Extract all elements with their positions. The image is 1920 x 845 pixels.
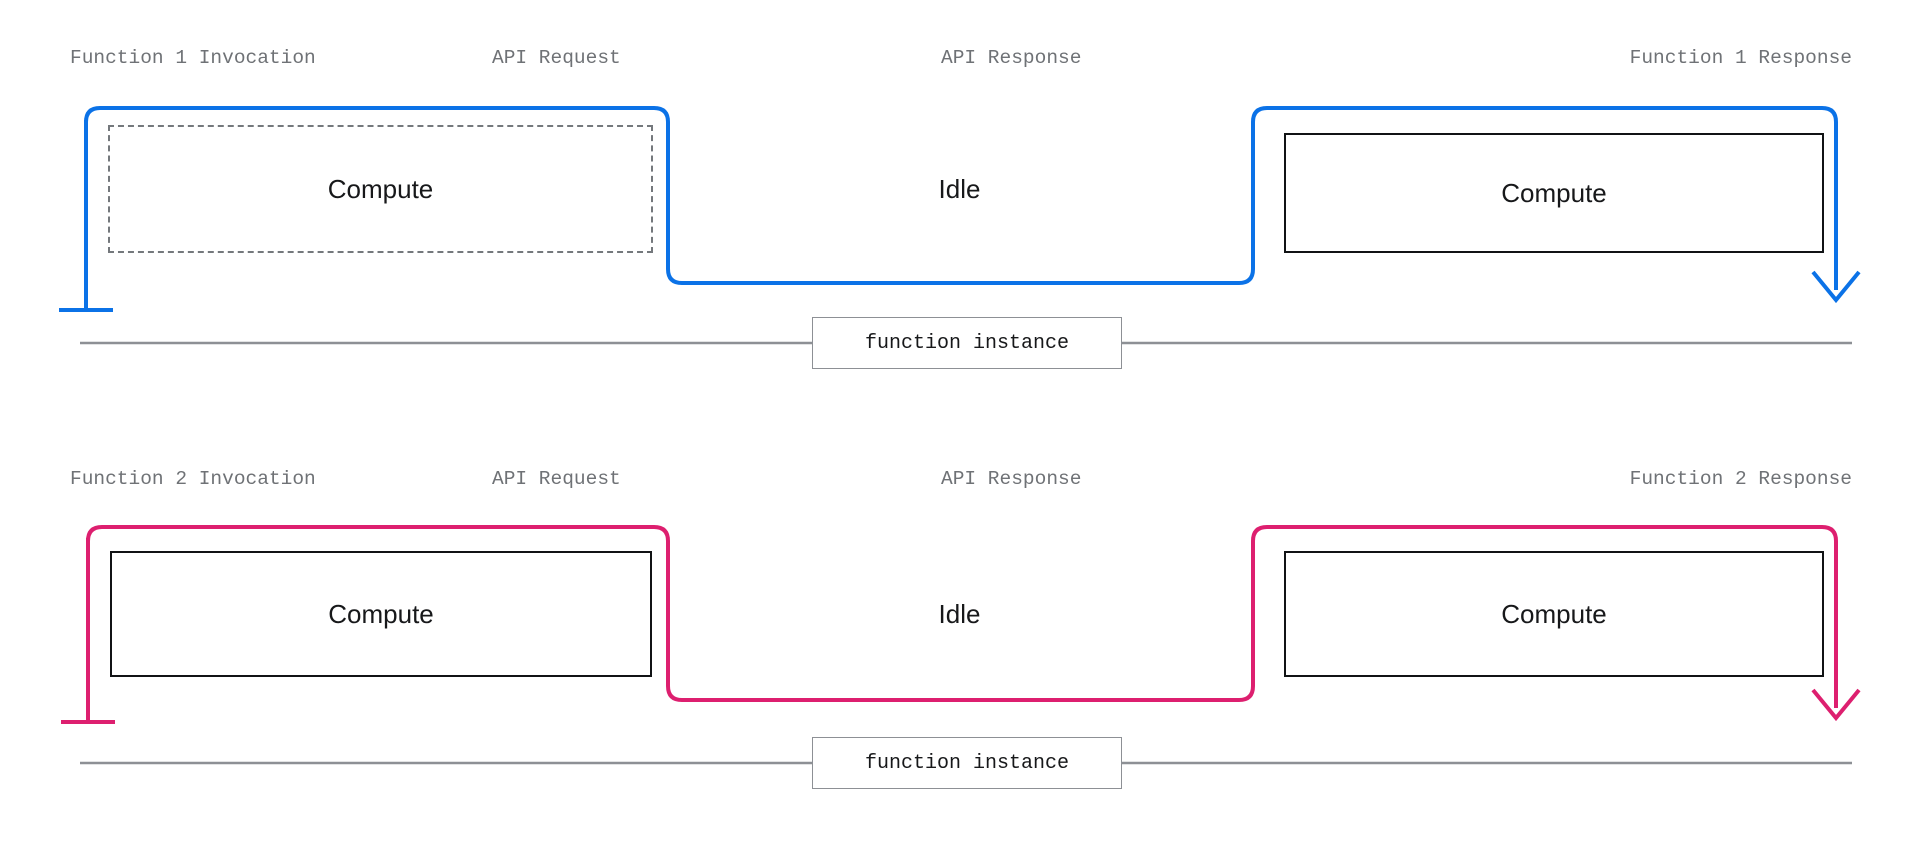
function-2-compute-phase-1: Compute	[110, 551, 652, 677]
function-instance-label: function instance	[864, 331, 1070, 355]
function-2-api-request-label: API Request	[492, 468, 621, 490]
function-2-api-response-label: API Response	[941, 468, 1082, 490]
function-2-invocation-label: Function 2 Invocation	[70, 468, 316, 490]
function-1-idle-phase: Idle	[672, 125, 1247, 253]
phase-label: Compute	[1501, 177, 1607, 208]
function-2-compute-phase-2: Compute	[1284, 551, 1824, 677]
phase-label: Idle	[938, 173, 981, 204]
function-1-invocation-label: Function 1 Invocation	[70, 47, 316, 69]
phase-label: Idle	[938, 598, 981, 629]
phase-label: Compute	[1501, 598, 1607, 629]
function-1-compute-phase-1: Compute	[108, 125, 653, 253]
phase-label: Compute	[327, 173, 434, 204]
function-1-response-arrowhead	[1811, 270, 1861, 304]
phase-label: Compute	[328, 598, 434, 629]
function-2-response-arrowhead	[1811, 688, 1861, 722]
function-2-response-label: Function 2 Response	[1629, 468, 1852, 490]
function-2-instance-box: function instance	[812, 737, 1122, 789]
function-1-response-label: Function 1 Response	[1629, 47, 1852, 69]
function-1-compute-phase-2: Compute	[1284, 133, 1824, 253]
function-2-idle-phase: Idle	[672, 551, 1247, 677]
function-1-api-request-label: API Request	[492, 47, 621, 69]
function-1-api-response-label: API Response	[941, 47, 1082, 69]
function-1-instance-box: function instance	[812, 317, 1122, 369]
function-instance-label: function instance	[864, 751, 1070, 775]
